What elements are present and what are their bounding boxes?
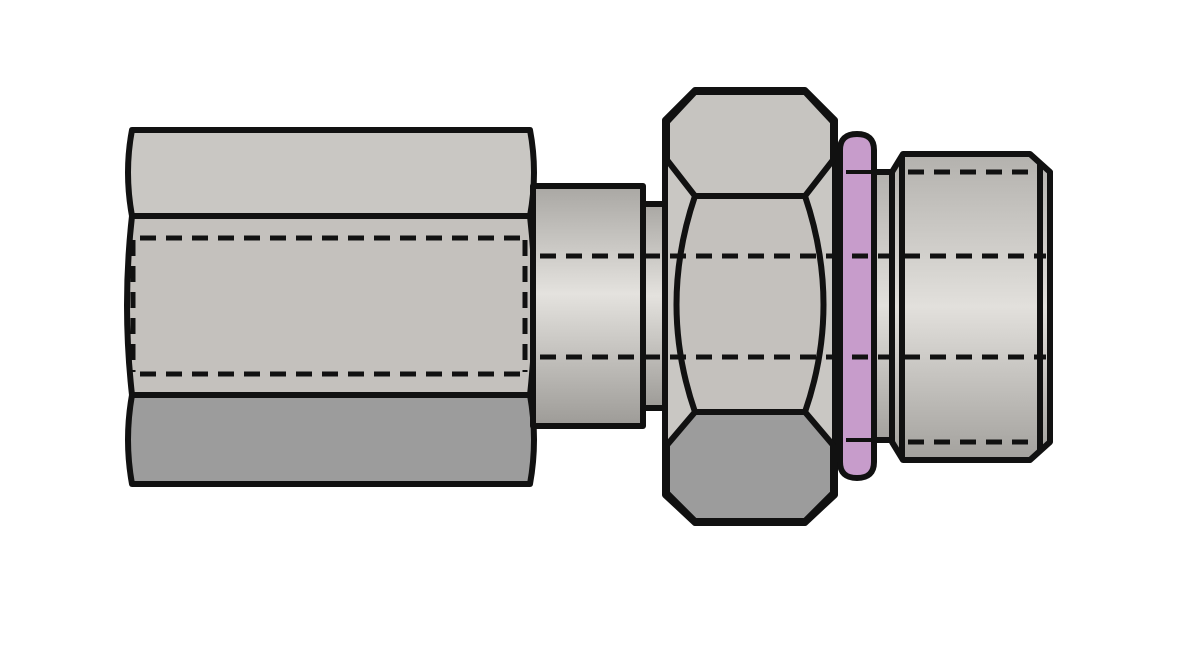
internal-bore-hidden-lines — [130, 235, 528, 377]
through-bore-hidden-lines — [540, 253, 1046, 360]
neck-cylinder — [530, 183, 646, 429]
hex-body-top-face — [125, 127, 537, 219]
male-threaded-end — [871, 151, 1053, 463]
neck — [530, 183, 668, 429]
thread-hidden-lines — [908, 169, 1036, 445]
female-hex-body — [124, 127, 538, 487]
o-ring-seal — [837, 131, 877, 481]
o-ring-body — [837, 131, 877, 481]
hex-nut-middle-flat — [673, 193, 827, 415]
hex-nut-top-flat — [664, 89, 836, 199]
hex-nut-bottom-flat — [664, 409, 836, 524]
threaded-shank — [889, 151, 1053, 463]
hex-body-middle-face — [124, 213, 538, 398]
hex-nut — [662, 87, 838, 526]
o-ring-highlight — [846, 170, 872, 442]
neck-collar — [640, 201, 668, 411]
hex-body-bottom-face — [125, 392, 537, 487]
